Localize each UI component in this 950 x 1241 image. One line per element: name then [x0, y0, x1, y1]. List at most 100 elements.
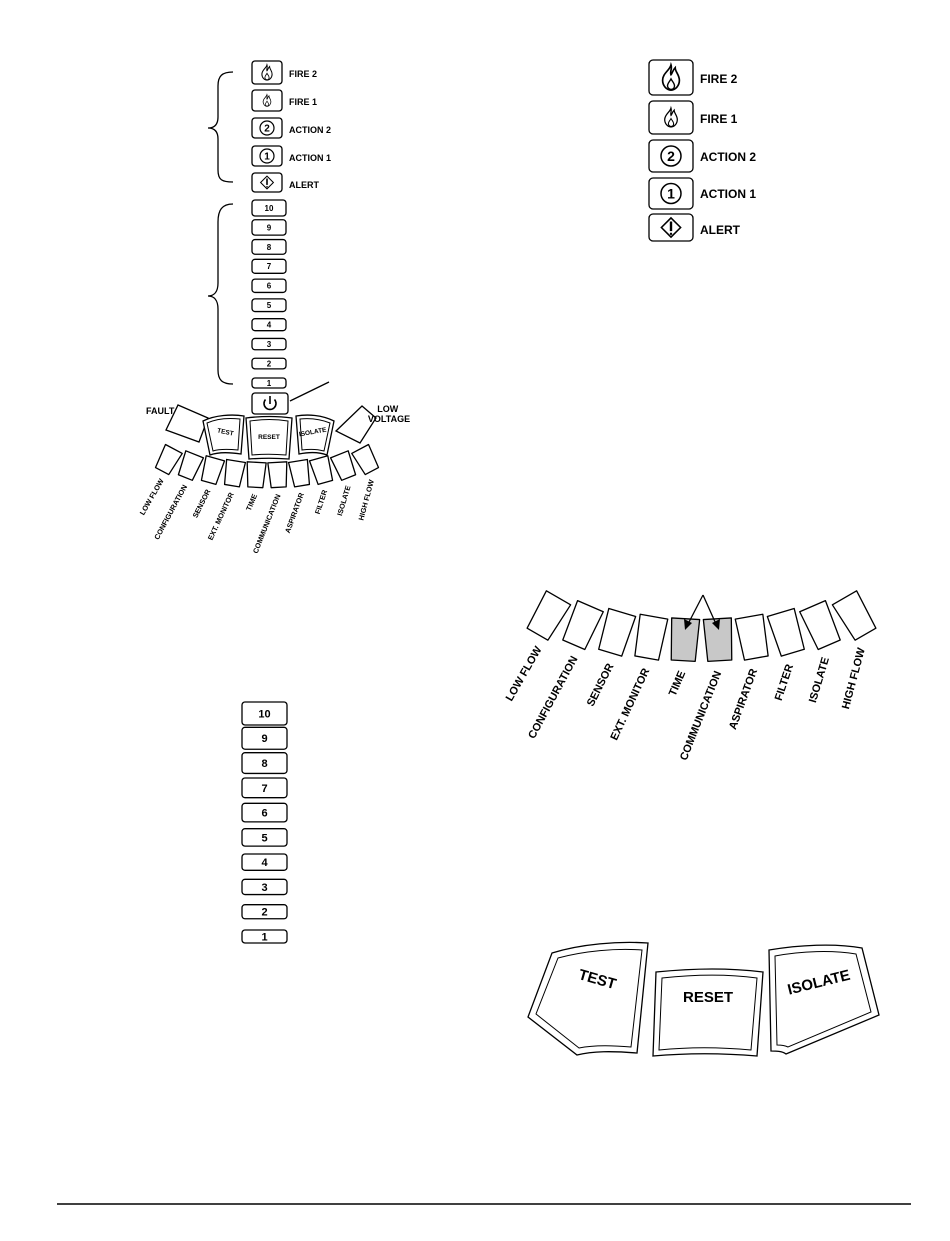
- bargraph-segment-4: 4: [241, 853, 288, 871]
- fault-label-communication: COMMUNICATION: [678, 669, 724, 762]
- bargraph-segment-4-small: 4: [251, 318, 287, 332]
- fault-label: FAULT: [146, 406, 175, 416]
- alarm-key-fire-1[interactable]: [251, 89, 283, 112]
- test-button-small[interactable]: TEST: [202, 414, 245, 456]
- power-key[interactable]: [251, 392, 289, 415]
- alarm-key-alert-large[interactable]: [648, 213, 694, 242]
- bargraph-label-3-small: 3: [267, 340, 272, 349]
- action-1-number-large: 1: [667, 186, 675, 202]
- fault-label-aspirator-small: ASPIRATOR: [283, 491, 306, 535]
- alarm-label-action-2: ACTION 2: [289, 125, 331, 135]
- bargraph-label-3: 3: [261, 882, 267, 894]
- power-icon: [263, 396, 277, 411]
- alarm-key-action-2[interactable]: 2: [251, 117, 283, 139]
- bargraph-label-4: 4: [261, 857, 268, 869]
- bargraph-segment-2-small: 2: [251, 357, 287, 370]
- fault-label-time: TIME: [667, 669, 688, 698]
- alarm-key-action-1-large[interactable]: 1: [648, 177, 694, 210]
- fault-indicator-time: [670, 617, 701, 663]
- low-voltage-indicator: [334, 405, 377, 444]
- bargraph-segment-3: 3: [241, 878, 288, 896]
- fault-label-high-flow: HIGH FLOW: [840, 646, 868, 710]
- bargraph-label-5: 5: [261, 832, 267, 844]
- fault-label-high-flow-small: HIGH FLOW: [356, 479, 376, 522]
- isolate-button-small[interactable]: ISOLATE: [295, 414, 335, 456]
- action-1-icon: [660, 182, 682, 205]
- alarm-key-alert[interactable]: [251, 172, 283, 193]
- bargraph-segment-10-small: 10: [251, 199, 287, 217]
- alarm-key-action-1[interactable]: 1: [251, 145, 283, 167]
- alarm-label-fire-2-large: FIRE 2: [700, 72, 738, 86]
- fault-indicator-high-flow-small: [351, 443, 380, 476]
- test-label-small: TEST: [216, 427, 234, 437]
- bargraph-segment-8: 8: [241, 752, 288, 775]
- fault-indicator-high-flow: [831, 590, 877, 641]
- reset-label-small: RESET: [258, 434, 280, 441]
- fault-label-isolate: ISOLATE: [807, 656, 832, 704]
- fault-indicator-filter-small: [308, 455, 334, 486]
- bargraph-label-2-small: 2: [267, 359, 272, 368]
- alarm-label-action-2-large: ACTION 2: [700, 150, 756, 164]
- alarm-brace: [207, 71, 234, 183]
- bargraph-label-7-small: 7: [267, 262, 272, 271]
- fault-indicator-configuration-small: [177, 450, 205, 481]
- alarm-key-fire-2[interactable]: [251, 60, 283, 85]
- bargraph-segment-8-small: 8: [251, 238, 287, 255]
- test-button[interactable]: TEST: [527, 941, 649, 1056]
- fault-label-isolate-small: ISOLATE: [335, 484, 353, 516]
- bargraph-label-9-small: 9: [267, 223, 272, 232]
- bargraph-segment-1: 1: [241, 929, 288, 944]
- fault-indicator-low-flow: [526, 590, 572, 641]
- alarm-key-action-2-large[interactable]: 2: [648, 139, 694, 173]
- reset-button[interactable]: RESET: [652, 968, 764, 1057]
- bargraph-label-8: 8: [261, 758, 267, 770]
- bargraph-label-1: 1: [261, 931, 267, 943]
- action-1-icon: [259, 148, 275, 164]
- bargraph-label-7: 7: [261, 783, 267, 795]
- reset-button-small[interactable]: RESET: [245, 415, 293, 460]
- bargraph-label-6: 6: [261, 808, 267, 820]
- buttons-large: TEST RESET ISOLATE: [527, 941, 880, 1057]
- alarm-label-fire-1: FIRE 1: [289, 97, 317, 107]
- alarm-label-alert-large: ALERT: [700, 223, 741, 237]
- bargraph-label-6-small: 6: [267, 282, 272, 291]
- isolate-button[interactable]: ISOLATE: [768, 944, 880, 1055]
- bargraph-segment-6: 6: [241, 802, 288, 823]
- action-1-number: 1: [264, 152, 270, 163]
- bargraph-segment-5: 5: [241, 828, 288, 847]
- bargraph-segment-3-small: 3: [251, 337, 287, 351]
- alarm-key-fire-2-large[interactable]: [648, 59, 694, 96]
- fault-indicator-sensor-small: [200, 455, 226, 486]
- bargraph-segment-1-small: 1: [251, 377, 287, 389]
- alarm-label-action-1-large: ACTION 1: [700, 187, 756, 201]
- fault-label-ext-monitor: EXT. MONITOR: [609, 666, 653, 742]
- alarm-label-fire-1-large: FIRE 1: [700, 112, 738, 126]
- fault-indicator-communication: [702, 617, 733, 663]
- fault-indicator-ext-monitor-small: [223, 458, 247, 488]
- fault-label-low-flow: LOW FLOW: [504, 644, 545, 703]
- fault-indicator-isolate: [799, 600, 841, 651]
- fault-indicator-aspirator: [734, 613, 769, 661]
- power-leader-line: [289, 381, 330, 402]
- action-2-number-large: 2: [667, 148, 675, 164]
- highlight-arrows: [684, 594, 720, 630]
- action-2-icon: [660, 145, 682, 167]
- bargraph-label-1-small: 1: [267, 379, 272, 388]
- alarm-label-alert: ALERT: [289, 180, 319, 190]
- fault-label-filter: FILTER: [773, 663, 796, 703]
- bargraph-label-10-small: 10: [265, 204, 274, 213]
- fault-indicator-ext-monitor: [634, 613, 669, 661]
- alarm-key-fire-1-large[interactable]: [648, 100, 694, 135]
- bargraph-segment-7-small: 7: [251, 258, 287, 274]
- fault-indicator-time-small: [246, 461, 267, 489]
- low-voltage-label: LOW VOLTAGE: [368, 404, 410, 424]
- alarm-label-action-1: ACTION 1: [289, 153, 331, 163]
- bargraph-segment-10: 10: [241, 701, 288, 726]
- bargraph-brace: [207, 203, 234, 385]
- bargraph-segment-6-small: 6: [251, 278, 287, 294]
- bargraph-segment-9-small: 9: [251, 219, 287, 236]
- bargraph-segment-5-small: 5: [251, 298, 287, 313]
